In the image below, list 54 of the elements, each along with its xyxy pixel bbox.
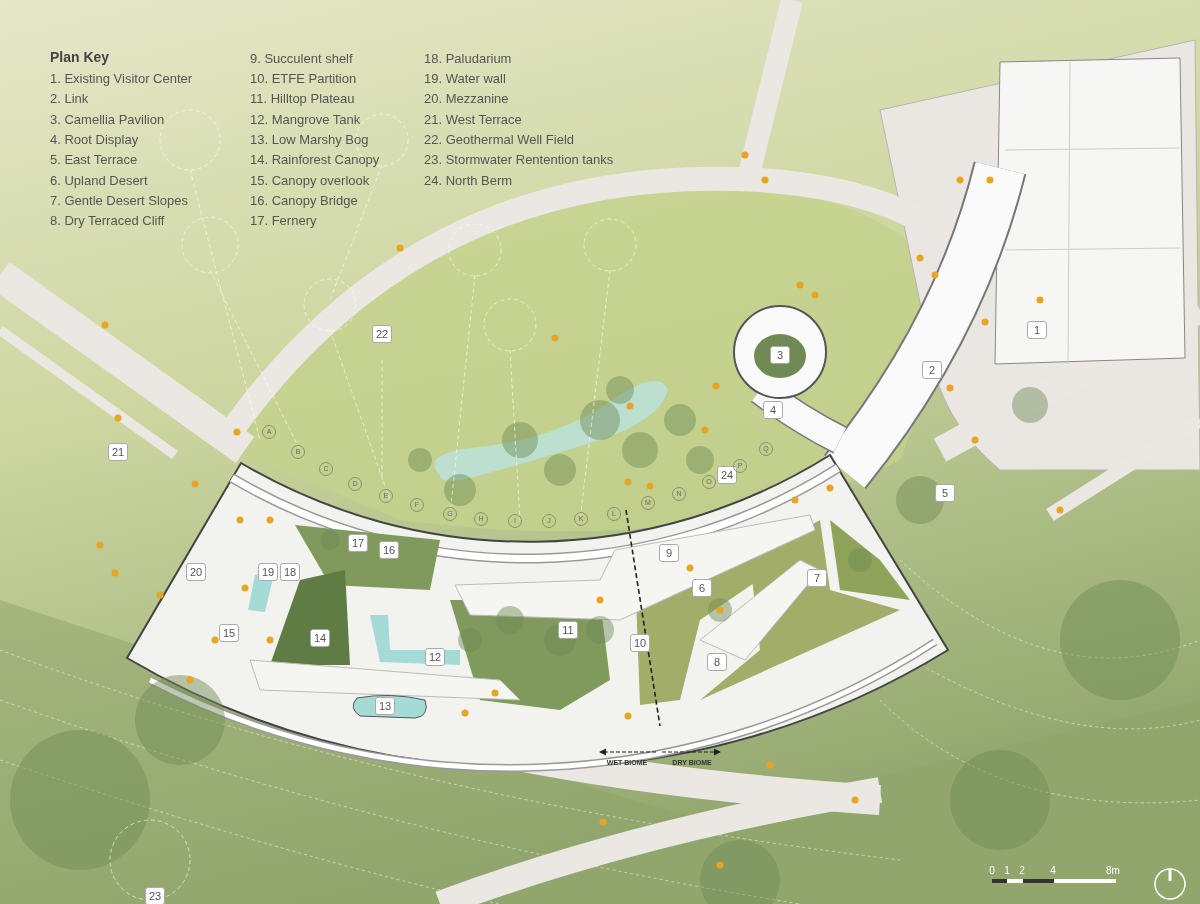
callout-number: 8 (707, 653, 727, 671)
callout-number: 2 (922, 361, 942, 379)
callout-number: 19 (258, 563, 278, 581)
key-item: 20. Mezzanine (424, 90, 509, 106)
callout-number: 9 (659, 544, 679, 562)
key-item: 8. Dry Terraced Cliff (50, 212, 165, 228)
callout-number: 12 (425, 648, 445, 666)
key-item: 6. Upland Desert (50, 172, 148, 188)
callout-number: 11 (558, 621, 578, 639)
key-item: 11. Hilltop Plateau (250, 90, 355, 106)
callout-number: 21 (108, 443, 128, 461)
key-item: 16. Canopy Bridge (250, 192, 358, 208)
scale-label: 1 (1004, 864, 1010, 876)
key-item: 18. Paludarium (424, 50, 512, 66)
callout-number: 17 (348, 534, 368, 552)
scale-label: 0 (989, 864, 995, 876)
callout-number: 10 (630, 634, 650, 652)
callout-number: 16 (379, 541, 399, 559)
key-item: 13. Low Marshy Bog (250, 131, 369, 147)
key-item: 2. Link (50, 90, 89, 106)
callout-number: 20 (186, 563, 206, 581)
key-item: 9. Succulent shelf (250, 50, 353, 66)
callout-number: 6 (692, 579, 712, 597)
callout-number: 14 (310, 629, 330, 647)
key-item: 24. North Berm (424, 172, 513, 188)
key-item: 10. ETFE Partition (250, 70, 357, 86)
scale-label: 2 (1019, 864, 1025, 876)
key-heading: Plan Key (50, 49, 110, 65)
key-item: 19. Water wall (424, 70, 506, 86)
scale-label: 8m (1106, 864, 1120, 876)
key-item: 4. Root Display (50, 131, 139, 147)
callout-number: 18 (280, 563, 300, 581)
callout-number: 1 (1027, 321, 1047, 339)
key-item: 1. Existing Visitor Center (50, 70, 193, 86)
key-item: 5. East Terrace (50, 151, 138, 167)
callout-number: 4 (763, 401, 783, 419)
key-item: 23. Stormwater Rentention tanks (424, 151, 614, 167)
key-item: 15. Canopy overlook (250, 172, 370, 188)
key-item: 22. Geothermal Well Field (424, 131, 575, 147)
key-item: 12. Mangrove Tank (250, 111, 361, 127)
key-item: 17. Fernery (250, 212, 317, 228)
key-item: 7. Gentle Desert Slopes (50, 192, 189, 208)
key-item: 21. West Terrace (424, 111, 522, 127)
callout-number: 15 (219, 624, 239, 642)
callout-number: 7 (807, 569, 827, 587)
key-item: 14. Rainforest Canopy (250, 151, 380, 167)
callout-number: 5 (935, 484, 955, 502)
callout-number: 24 (717, 466, 737, 484)
scale-label: 4 (1050, 864, 1056, 876)
callout-number: 13 (375, 697, 395, 715)
callout-number: 22 (372, 325, 392, 343)
key-item: 3. Camellia Pavilion (50, 111, 165, 127)
callout-number: 3 (770, 346, 790, 364)
callout-number: 23 (145, 887, 165, 904)
